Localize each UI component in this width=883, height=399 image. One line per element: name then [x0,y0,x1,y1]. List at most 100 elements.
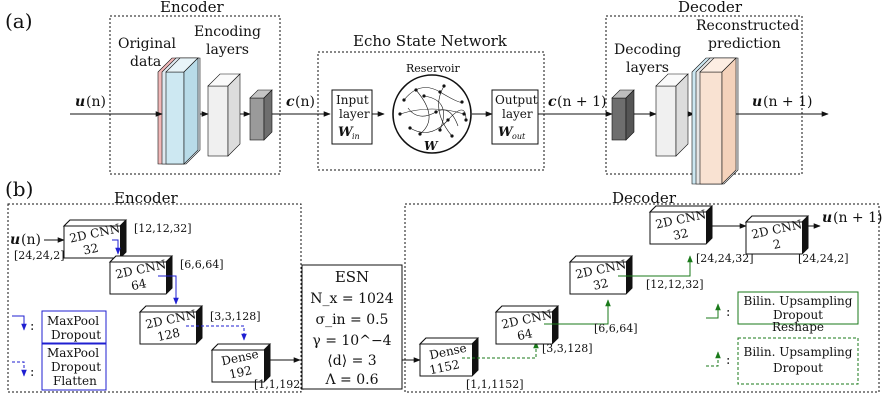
input-layer-label-2: layer [339,107,370,121]
svg-text::: : [30,365,34,380]
encoder-title-b: Encoder [114,189,179,207]
enc-layer-4-shape: [1,1,192] [254,378,305,391]
output-shape-b: [24,24,2] [798,252,849,265]
dec-layer-1-shape: [1,1,1152] [466,378,524,391]
enc-layer-3-size: 128 [156,326,181,344]
enc-layer-2: 2D CNN 64 [108,255,174,295]
legend-enc-1-line-2: Dropout [51,328,101,342]
legend-dec-1-line-1: Bilin. Upsampling [744,294,853,308]
legend-enc-2-line-1: MaxPool [47,346,99,360]
decoding-layers-label-2: layers [626,60,669,76]
esn-param-4: ⟨d⟩ = 3 [327,353,376,369]
decoding-layer-1 [611,89,635,141]
dec-layer-3: 2D CNN 32 [568,255,634,295]
input-arg-b: (n) [21,232,41,248]
dec-layer-5-size: 2 [772,237,782,252]
enc-arrow-3 [186,325,247,341]
panel-a-label: (a) [5,9,33,33]
input-arg-a: (n) [86,94,106,110]
w-symbol: W [424,139,439,153]
legend-enc-arrow-1 [12,315,27,331]
enc-layer-4: Dense 192 [210,343,272,383]
input-symbol-a: u [75,94,85,110]
dec-arrow-3 [618,255,693,277]
esn-param-2: σ_in = 0.5 [316,312,389,328]
w-out-symbol: W [498,125,514,140]
dec-layer-2-size: 64 [516,326,534,343]
encoding-layer-2 [249,89,273,141]
encoding-layer-1 [207,73,241,157]
original-data-label-2: data [130,54,161,70]
legend-dec-2-line-2: Bilin. Upsampling [744,345,853,359]
dec-layer-3-size: 32 [592,276,610,293]
dec-layer-4-shape: [12,12,32] [646,278,704,291]
encoder-box-a [109,15,281,175]
decoder-box-b [404,203,880,393]
output-symbol-b: u [822,210,832,226]
original-data-label-1: Original [118,36,176,52]
dec-layer-2-shape: [3,3,128] [542,342,593,355]
encoding-layers-label-2: layers [206,42,249,58]
legend-enc-arrow-2 [12,361,27,377]
output-arg-a: (n + 1) [763,94,812,110]
legend-enc-1-line-1: MaxPool [47,314,99,328]
esn-box-a [317,51,545,171]
svg-text::: : [30,319,34,334]
dec-arrow-2 [544,299,611,325]
enc-arrow-2 [158,275,179,305]
enc-layer-2-size: 64 [130,276,148,293]
enc-layer-2-shape: [6,6,64] [180,258,224,271]
esn-params-box [301,264,403,390]
svg-text::: : [726,353,730,368]
reconstructed-label-1: Reconstructed [696,18,799,34]
dec-layer-1: Dense 1152 [418,337,480,377]
dec-layer-2: 2D CNN 64 [494,305,560,345]
enc-layer-1-size: 32 [82,241,100,258]
output-layer-label-1: Output [495,93,538,107]
dec-layer-4-size: 32 [672,226,690,243]
dec-layer-5-shape: [24,24,32] [696,252,754,265]
svg-text::: : [726,305,730,320]
enc-layer-4-size: 192 [228,363,253,381]
legend-dec-box-1 [737,291,859,325]
w-in-sub: in [352,132,360,141]
w-out-sub: out [512,132,526,141]
legend-enc-box-2 [41,343,107,391]
original-data-block [157,57,201,165]
esn-param-5: Λ = 0.6 [324,372,378,388]
output-symbol-a: u [752,94,762,110]
reconstructed-block [691,57,739,185]
enc-layer-1-shape: [12,12,32] [134,222,192,235]
dec-layer-1-size: 1152 [428,357,461,377]
input-layer-box [331,89,373,145]
decoding-layers-label-1: Decoding [614,42,681,58]
latent-out-arg: (n + 1) [557,94,606,110]
decoder-title-b: Decoder [612,189,677,207]
legend-dec-2-line-1: Reshape [772,320,824,334]
enc-layer-1: 2D CNN 32 [62,219,128,259]
legend-enc-box-1 [41,310,107,344]
legend-dec-1-line-2: Dropout [773,308,823,322]
legend-enc-2-line-3: Flatten [53,374,97,388]
w-in-symbol: W [338,125,354,140]
input-layer-label-1: Input [336,93,369,107]
decoding-layer-2 [655,73,689,157]
dec-layer-4: 2D CNN 32 [648,205,714,245]
latent-in-arg: (n) [295,94,315,110]
encoding-layers-label-1: Encoding [194,24,261,40]
esn-param-3: γ = 10^−4 [312,333,391,349]
reconstructed-label-2: prediction [708,36,781,52]
input-symbol-b: u [10,232,20,248]
output-layer-label-2: layer [502,107,533,121]
enc-layer-3-shape: [3,3,128] [210,310,261,323]
enc-arrow-1 [112,239,121,255]
input-shape-b: [24,24,2] [14,249,65,262]
decoder-title-a: Decoder [678,0,743,16]
esn-param-1: N_x = 1024 [310,291,393,307]
esn-box-title: ESN [335,268,369,286]
latent-in-symbol: c [286,94,295,110]
output-arg-b: (n + 1) [833,210,882,226]
encoder-title-a: Encoder [160,0,225,16]
dec-layer-5: 2D CNN 2 [744,215,810,255]
reservoir-label: Reservoir [406,62,461,75]
